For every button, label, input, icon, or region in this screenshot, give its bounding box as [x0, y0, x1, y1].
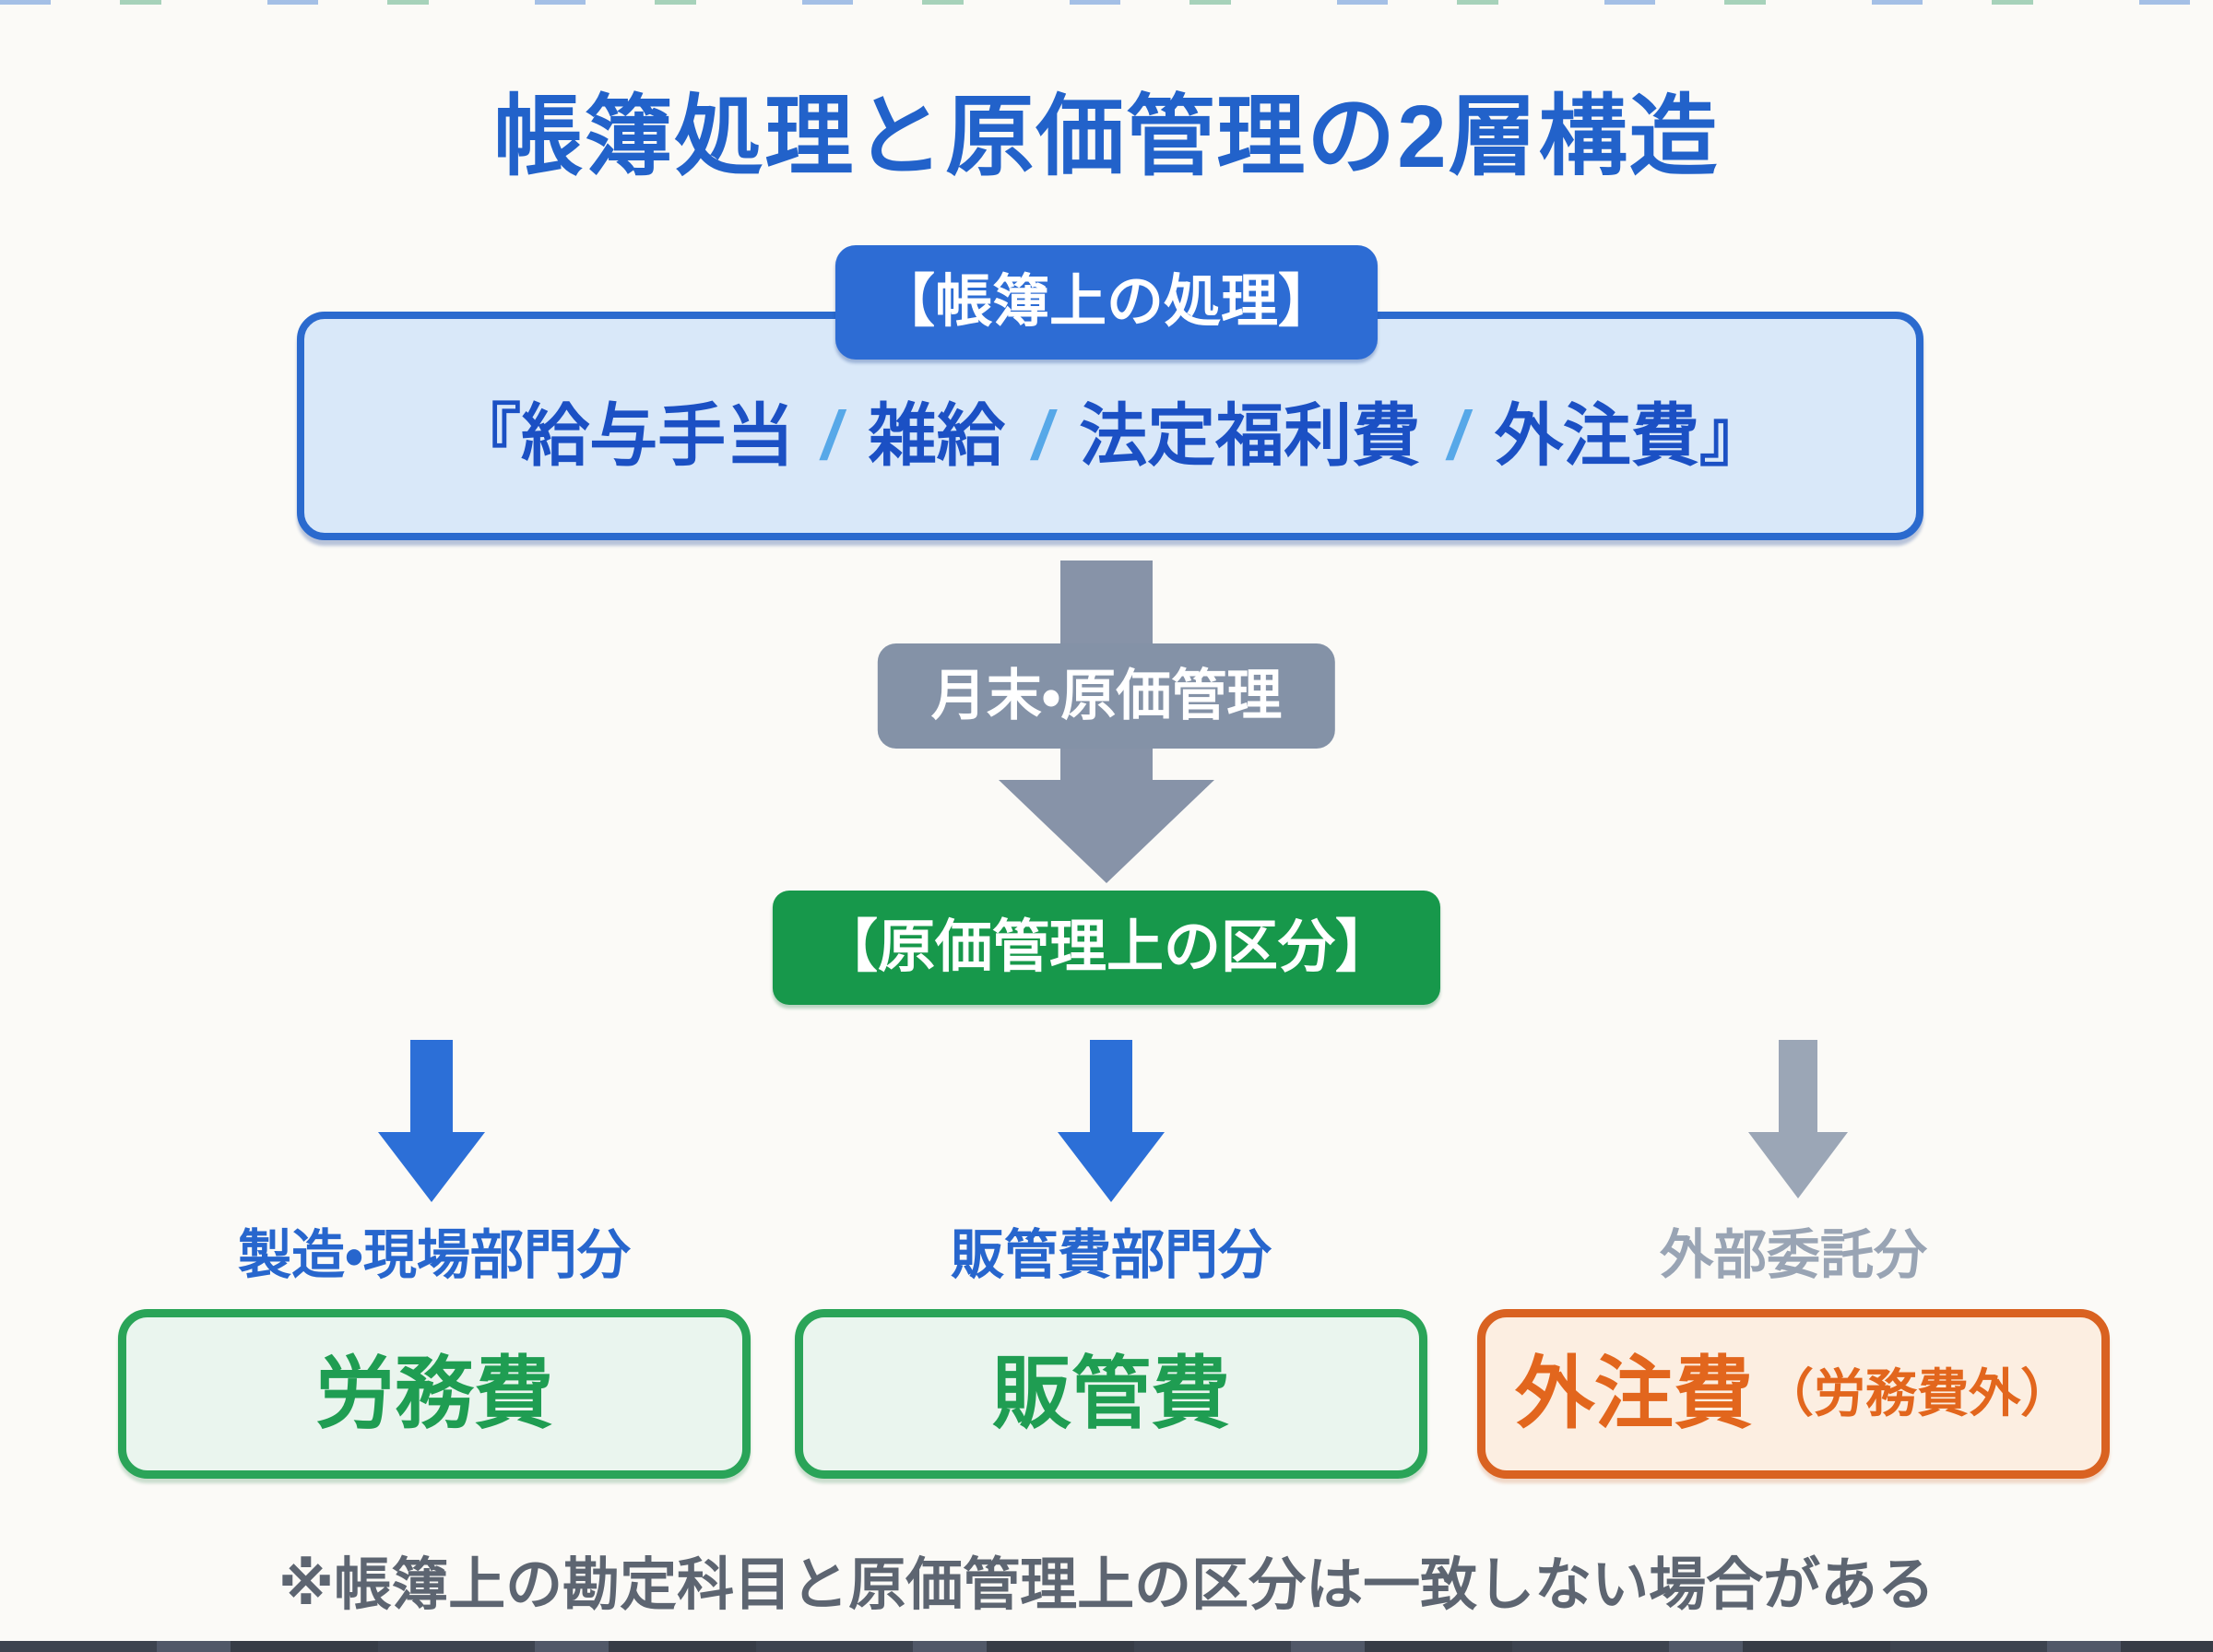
month-end-arrow-head — [999, 780, 1214, 883]
down-arrow-outsourcing-shaft — [1779, 1040, 1817, 1132]
outsourcing-cost-note: （労務費外） — [1762, 1364, 2072, 1422]
ledger-processing-badge: 【帳簿上の処理】 — [834, 245, 1379, 360]
footnote: ※帳簿上の勘定科目と原価管理上の区分は一致しない場合がある — [278, 1553, 1935, 1617]
down-arrow-manufacturing-shaft — [410, 1040, 453, 1132]
cost-category-badge: 【原価管理上の区分】 — [772, 891, 1441, 1005]
down-arrow-manufacturing-head — [378, 1132, 485, 1202]
account-statutory-welfare: 法定福利費 — [1079, 397, 1421, 474]
outsourcing-cost-label: 外注費 — [1515, 1350, 1753, 1438]
account-salary-allowance: 『給与手当 — [453, 397, 795, 474]
account-misc-wages: 雑給 — [868, 397, 1005, 474]
category-label-sga: 販管費部門分 — [950, 1225, 1272, 1285]
ledger-account-list: 『給与手当/雑給/法定福利費/外注費』 — [297, 402, 1923, 470]
month-end-cost-label: 月末・原価管理 — [877, 643, 1336, 749]
sga-cost-box: 販管費 — [795, 1309, 1427, 1479]
outsourcing-cost-box: 外注費 （労務費外） — [1477, 1309, 2110, 1479]
sga-cost-label: 販管費 — [992, 1350, 1230, 1438]
bottom-edge-artifact — [0, 1641, 2213, 1652]
category-label-manufacturing: 製造・現場部門分 — [238, 1225, 631, 1285]
down-arrow-sga-shaft — [1090, 1040, 1132, 1132]
down-arrow-sga-head — [1058, 1132, 1165, 1202]
labor-cost-box: 労務費 — [118, 1309, 751, 1479]
labor-cost-label: 労務費 — [315, 1350, 553, 1438]
separator-slash: / — [1448, 397, 1467, 474]
category-label-outsourcing: 外部委託分 — [1659, 1225, 1927, 1285]
down-arrow-outsourcing-head — [1748, 1132, 1848, 1198]
page-title: 帳簿処理と原価管理の2層構造 — [493, 88, 1720, 186]
top-edge-artifact — [0, 0, 2213, 5]
account-subcontract: 外注費』 — [1494, 397, 1768, 474]
separator-slash: / — [822, 397, 841, 474]
separator-slash: / — [1032, 397, 1052, 474]
